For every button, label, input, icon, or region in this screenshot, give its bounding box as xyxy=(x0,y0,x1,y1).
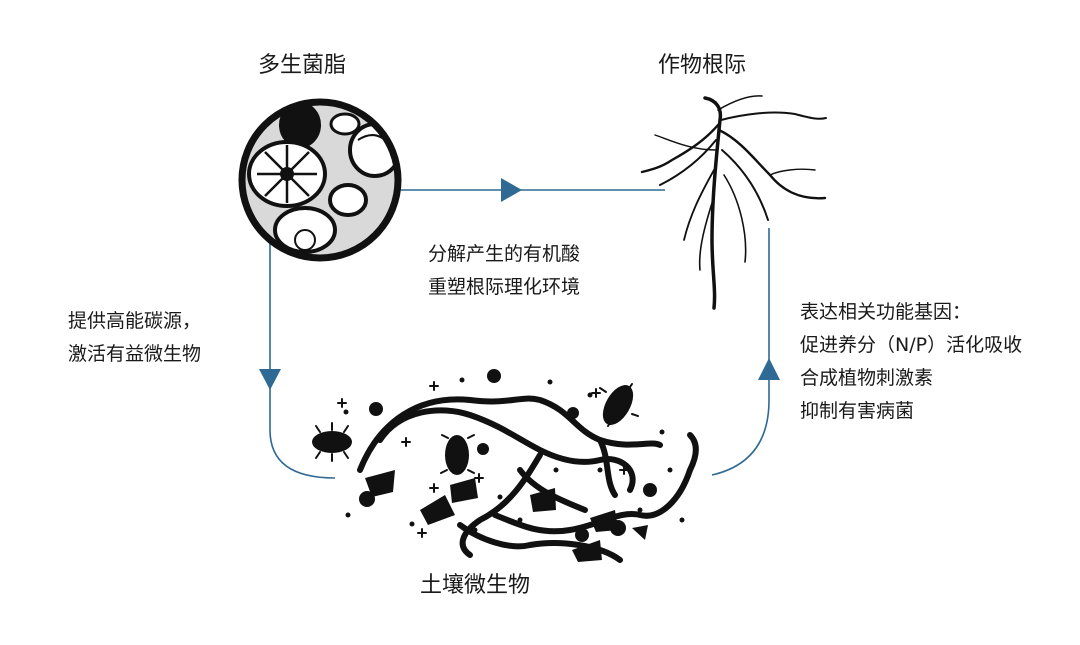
arrowhead-left xyxy=(259,369,281,390)
edge-note-left: 提供高能碳源， 激活有益微生物 xyxy=(68,305,201,371)
arrowhead-right xyxy=(758,358,780,380)
edge-note-right-line-2: 促进养分（N/P）活化吸收 xyxy=(800,334,1023,356)
edge-note-left-line-1: 提供高能碳源， xyxy=(68,310,202,332)
node-label-polysaccharide: 多生菌脂 xyxy=(258,53,347,78)
edge-note-right: 表达相关功能基因： 促进养分（N/P）活化吸收 合成植物刺激素 抑制有害病菌 xyxy=(800,296,1022,428)
arrowheads xyxy=(259,178,780,390)
node-label-root: 作物根际 xyxy=(658,53,747,78)
crop-root-icon xyxy=(640,95,827,310)
arrowhead-top xyxy=(501,178,522,202)
edge-note-top-line-1: 分解产生的有机酸 xyxy=(428,243,581,265)
edge-note-right-line-3: 合成植物刺激素 xyxy=(800,367,934,389)
edge-note-right-line-1: 表达相关功能基因： xyxy=(800,301,972,323)
arrow-left-line xyxy=(269,242,336,479)
edge-note-top-line-2: 重塑根际理化环境 xyxy=(428,276,581,298)
node-label-microbes: 土壤微生物 xyxy=(420,573,531,598)
soil-microbes-icon xyxy=(312,369,699,563)
connectors xyxy=(269,189,770,479)
arrow-right-line xyxy=(711,228,770,476)
polysaccharide-microscope-icon xyxy=(238,98,402,262)
edge-note-right-line-4: 抑制有害病菌 xyxy=(800,400,915,422)
edge-note-top: 分解产生的有机酸 重塑根际理化环境 xyxy=(428,238,580,304)
edge-note-left-line-2: 激活有益微生物 xyxy=(68,343,202,365)
